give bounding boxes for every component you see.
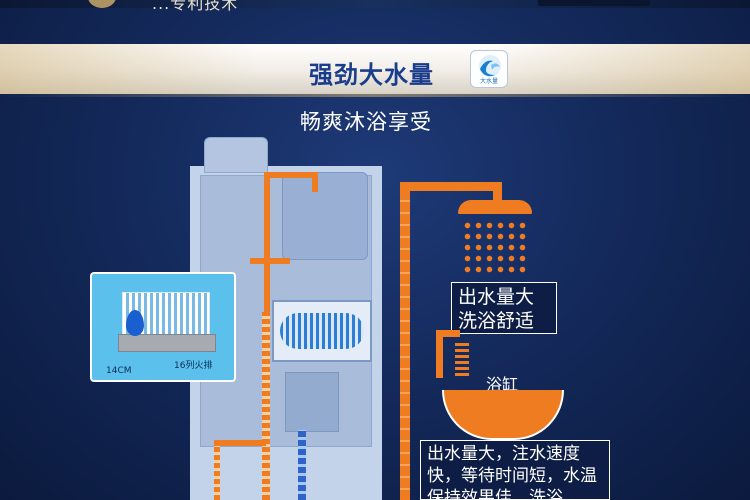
flame-icon (126, 310, 144, 336)
hot-pipe-segment (214, 440, 220, 500)
supply-pipe (400, 182, 410, 500)
cold-water-inlet-pipe (298, 430, 306, 500)
burner-inset: 14CM 16列火排 (90, 272, 236, 382)
wave-icon (479, 55, 501, 77)
hot-pipe-segment (312, 172, 318, 192)
top-strip (0, 0, 750, 8)
description-callout: 出水量大，注水速度快，等待时间短，水温保持效果佳，洗浴 (420, 440, 610, 500)
fan-housing (282, 172, 368, 260)
faucet-stream-icon (455, 340, 469, 376)
faucet-pipe (436, 330, 443, 378)
water-drops-icon (462, 220, 530, 276)
burner-base (118, 334, 216, 352)
water-badge-icon: 大水量 (470, 50, 508, 88)
top-dark-bar (538, 0, 650, 6)
brand-logo (88, 0, 116, 8)
heat-exchanger-chamber (272, 300, 372, 362)
inset-width-label: 14CM (106, 366, 132, 376)
banner-underline (0, 94, 750, 97)
brand-text: ...专利技术 (152, 0, 239, 13)
subtitle: 畅爽沐浴享受 (300, 110, 432, 134)
shower-head-icon (458, 200, 532, 214)
title-banner: 强劲大水量 大水量 (0, 44, 750, 94)
banner-gold-right (490, 44, 750, 94)
page-title: 强劲大水量 (309, 61, 434, 89)
bathtub-icon (442, 390, 564, 440)
hot-outlet-pipe (262, 312, 270, 500)
hot-pipe-segment (214, 440, 266, 446)
flow-callout: 出水量大 洗浴舒适 (451, 282, 557, 334)
valve-block (285, 372, 339, 432)
inset-rows-label: 16列火排 (174, 361, 213, 371)
shower-arm (493, 182, 502, 204)
hot-pipe-segment (250, 258, 290, 264)
hot-pipe-segment (264, 172, 318, 178)
badge-label: 大水量 (479, 78, 498, 85)
heater-flue-cap (204, 137, 268, 173)
hot-pipe-segment (264, 172, 270, 312)
faucet-spout (436, 330, 460, 337)
supply-pipe-top (400, 182, 496, 191)
heat-exchanger-coil (280, 313, 364, 349)
banner-gold-left (0, 44, 260, 94)
